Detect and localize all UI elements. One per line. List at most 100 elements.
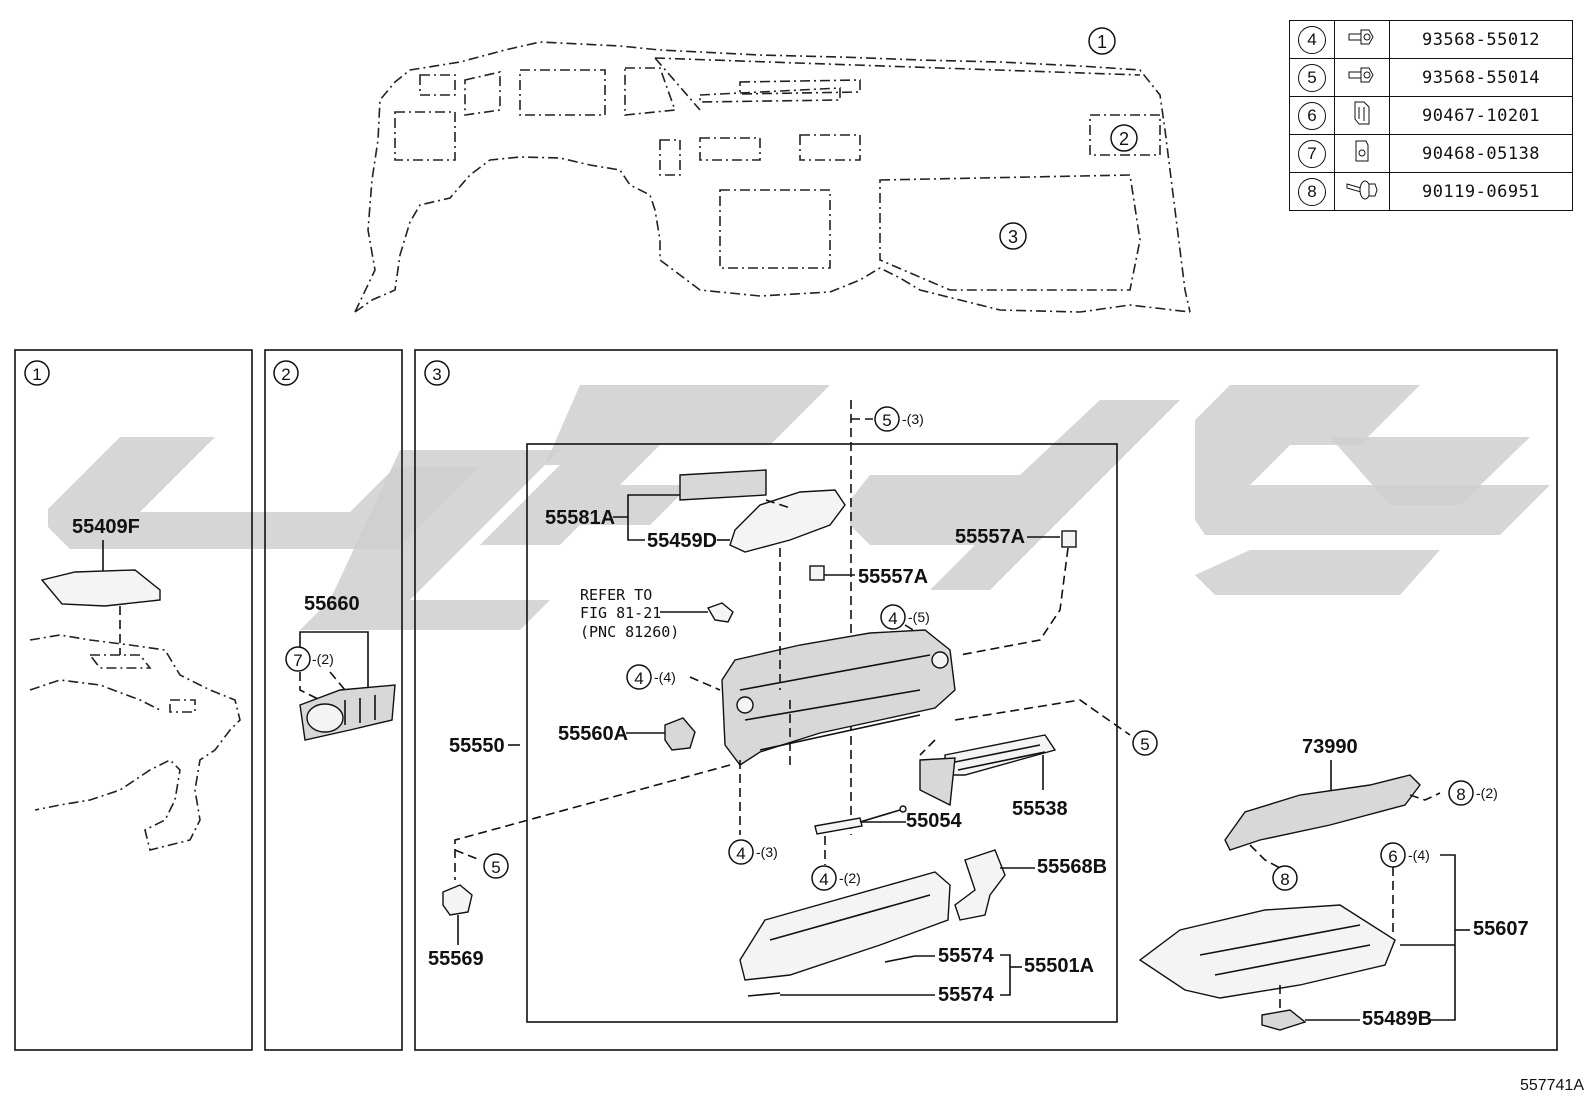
panel-1-content: 55409F <box>29 516 241 851</box>
svg-text:55569: 55569 <box>428 948 484 970</box>
overview-callout-1: 1 <box>1088 27 1116 55</box>
svg-text:55560A: 55560A <box>558 723 628 745</box>
part-55607-undercover <box>1138 904 1396 999</box>
legend-part-number: 93568-55012 <box>1389 20 1573 59</box>
svg-text:-(2): -(2) <box>1476 785 1498 801</box>
panel-2-ref: 2 <box>273 360 299 386</box>
panel-3-content: 5 -(3) 55581A 55459D 55557A 55557A REFER… <box>428 400 1529 1031</box>
overview-callout-3: 3 <box>999 222 1027 250</box>
legend-row: 8 90119-06951 <box>1289 172 1573 211</box>
svg-text:55607: 55607 <box>1473 918 1529 940</box>
svg-text:55538: 55538 <box>1012 798 1068 820</box>
legend-ref: 6 <box>1298 101 1326 130</box>
part-55557A-bumper-1 <box>809 565 825 581</box>
svg-text:4: 4 <box>819 870 828 889</box>
svg-text:-(4): -(4) <box>654 669 676 685</box>
panel-2-frame <box>264 349 403 1051</box>
svg-text:55459D: 55459D <box>647 530 717 552</box>
svg-text:3: 3 <box>432 365 441 384</box>
part-55501A-door <box>739 871 951 981</box>
svg-text:55557A: 55557A <box>955 526 1025 548</box>
svg-text:55581A: 55581A <box>545 507 615 529</box>
bolt-flange-icon <box>1334 58 1390 97</box>
svg-text:-(3): -(3) <box>902 411 924 427</box>
panel-1-frame <box>14 349 253 1051</box>
svg-text:5: 5 <box>491 858 500 877</box>
legend-ref: 5 <box>1298 63 1326 92</box>
panel-3-ref: 3 <box>424 360 450 386</box>
legend-ref: 8 <box>1298 177 1326 206</box>
svg-text:-(4): -(4) <box>1408 847 1430 863</box>
svg-text:3: 3 <box>1008 227 1018 247</box>
svg-text:-(2): -(2) <box>839 870 861 886</box>
svg-text:1: 1 <box>32 365 41 384</box>
fastener-legend-table: 4 93568-55012 5 93568-55014 6 90467-1020… <box>1289 20 1573 211</box>
part-55409F-cover <box>40 569 161 607</box>
drawing-id: 557741A <box>1519 1077 1584 1094</box>
legend-part-number: 90467-10201 <box>1389 96 1573 135</box>
svg-text:2: 2 <box>281 365 290 384</box>
bolt-flange-icon <box>1334 20 1390 59</box>
part-55569-clip <box>442 884 473 916</box>
svg-text:55054: 55054 <box>906 810 962 832</box>
part-55568B-bracket <box>954 849 1006 921</box>
svg-text:8: 8 <box>1456 785 1465 804</box>
legend-row: 7 90468-05138 <box>1289 134 1573 173</box>
svg-text:1: 1 <box>1097 32 1107 52</box>
svg-text:55574: 55574 <box>938 945 994 967</box>
legend-part-number: 90119-06951 <box>1389 172 1573 211</box>
svg-text:4: 4 <box>634 669 643 688</box>
legend-ref: 7 <box>1298 139 1326 168</box>
svg-text:7: 7 <box>293 651 302 670</box>
part-55489B-cover <box>1261 1009 1307 1031</box>
svg-text:-(2): -(2) <box>312 651 334 667</box>
panel-2-content: 55660 7 -(2) <box>285 593 396 741</box>
part-refer-switch <box>706 602 734 623</box>
part-55459D-lens <box>729 489 846 553</box>
watermark-logo <box>48 385 1550 630</box>
panel-3-frame <box>414 349 1558 1051</box>
svg-text:55409F: 55409F <box>72 516 140 538</box>
clip-nut-icon <box>1334 134 1390 173</box>
svg-text:8: 8 <box>1280 870 1289 889</box>
legend-ref: 4 <box>1298 25 1326 54</box>
svg-text:FIG 81-21: FIG 81-21 <box>580 604 661 622</box>
part-73990-panel <box>1224 774 1421 851</box>
part-55581A-strip <box>679 469 767 501</box>
svg-text:2: 2 <box>1119 129 1129 149</box>
legend-part-number: 90468-05138 <box>1389 134 1573 173</box>
svg-text:55550: 55550 <box>449 735 505 757</box>
legend-part-number: 93568-55014 <box>1389 58 1573 97</box>
legend-row: 5 93568-55014 <box>1289 58 1573 97</box>
panel-1-ref: 1 <box>24 360 50 386</box>
svg-text:4: 4 <box>736 844 745 863</box>
svg-text:6: 6 <box>1388 847 1397 866</box>
svg-text:55568B: 55568B <box>1037 856 1107 878</box>
svg-text:55501A: 55501A <box>1024 955 1094 977</box>
svg-text:5: 5 <box>882 411 891 430</box>
part-55560A-vent <box>664 717 696 751</box>
legend-row: 4 93568-55012 <box>1289 20 1573 59</box>
overview-callout-2: 2 <box>1110 124 1138 152</box>
svg-text:-(3): -(3) <box>756 844 778 860</box>
svg-text:55489B: 55489B <box>1362 1008 1432 1030</box>
svg-text:(PNC 81260): (PNC 81260) <box>580 623 679 641</box>
part-55054-damper <box>814 817 863 835</box>
part-55550-housing <box>721 629 956 766</box>
svg-text:73990: 73990 <box>1302 736 1358 758</box>
svg-text:4: 4 <box>888 609 897 628</box>
screw-washer-icon <box>1334 172 1390 211</box>
part-55557A-bumper-2 <box>1061 530 1077 548</box>
svg-text:55660: 55660 <box>304 593 360 615</box>
legend-row: 6 90467-10201 <box>1289 96 1573 135</box>
glove-box-subframe <box>526 443 1118 1023</box>
svg-text:REFER TO: REFER TO <box>580 586 652 604</box>
svg-text:55557A: 55557A <box>858 566 928 588</box>
dashboard-overview <box>354 41 1191 313</box>
svg-text:5: 5 <box>1140 735 1149 754</box>
svg-text:-(5): -(5) <box>908 609 930 625</box>
svg-text:55574: 55574 <box>938 984 994 1006</box>
clip-icon <box>1334 96 1390 135</box>
